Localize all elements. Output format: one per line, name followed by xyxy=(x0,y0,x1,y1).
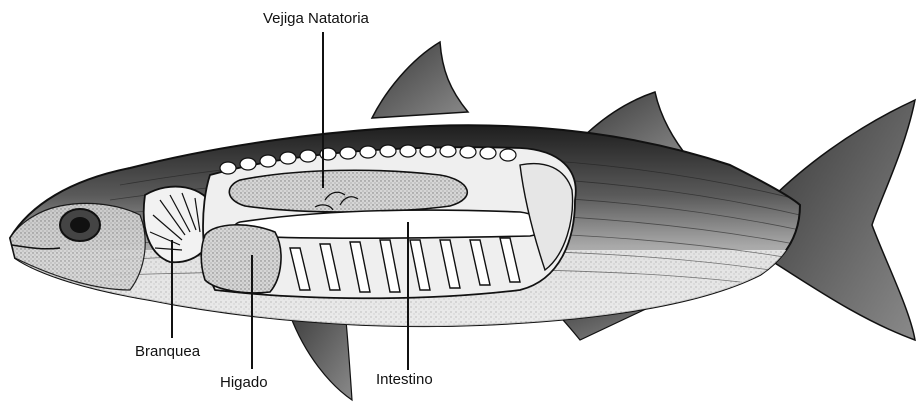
label-intestine: Intestino xyxy=(376,372,433,387)
eye-pupil xyxy=(70,217,90,233)
label-gill: Branquea xyxy=(135,344,200,359)
swim-bladder xyxy=(229,170,467,212)
label-swim-bladder: Vejiga Natatoria xyxy=(263,11,369,26)
label-liver: Higado xyxy=(220,375,268,390)
liver xyxy=(201,225,281,293)
dorsal-fin xyxy=(372,42,468,118)
